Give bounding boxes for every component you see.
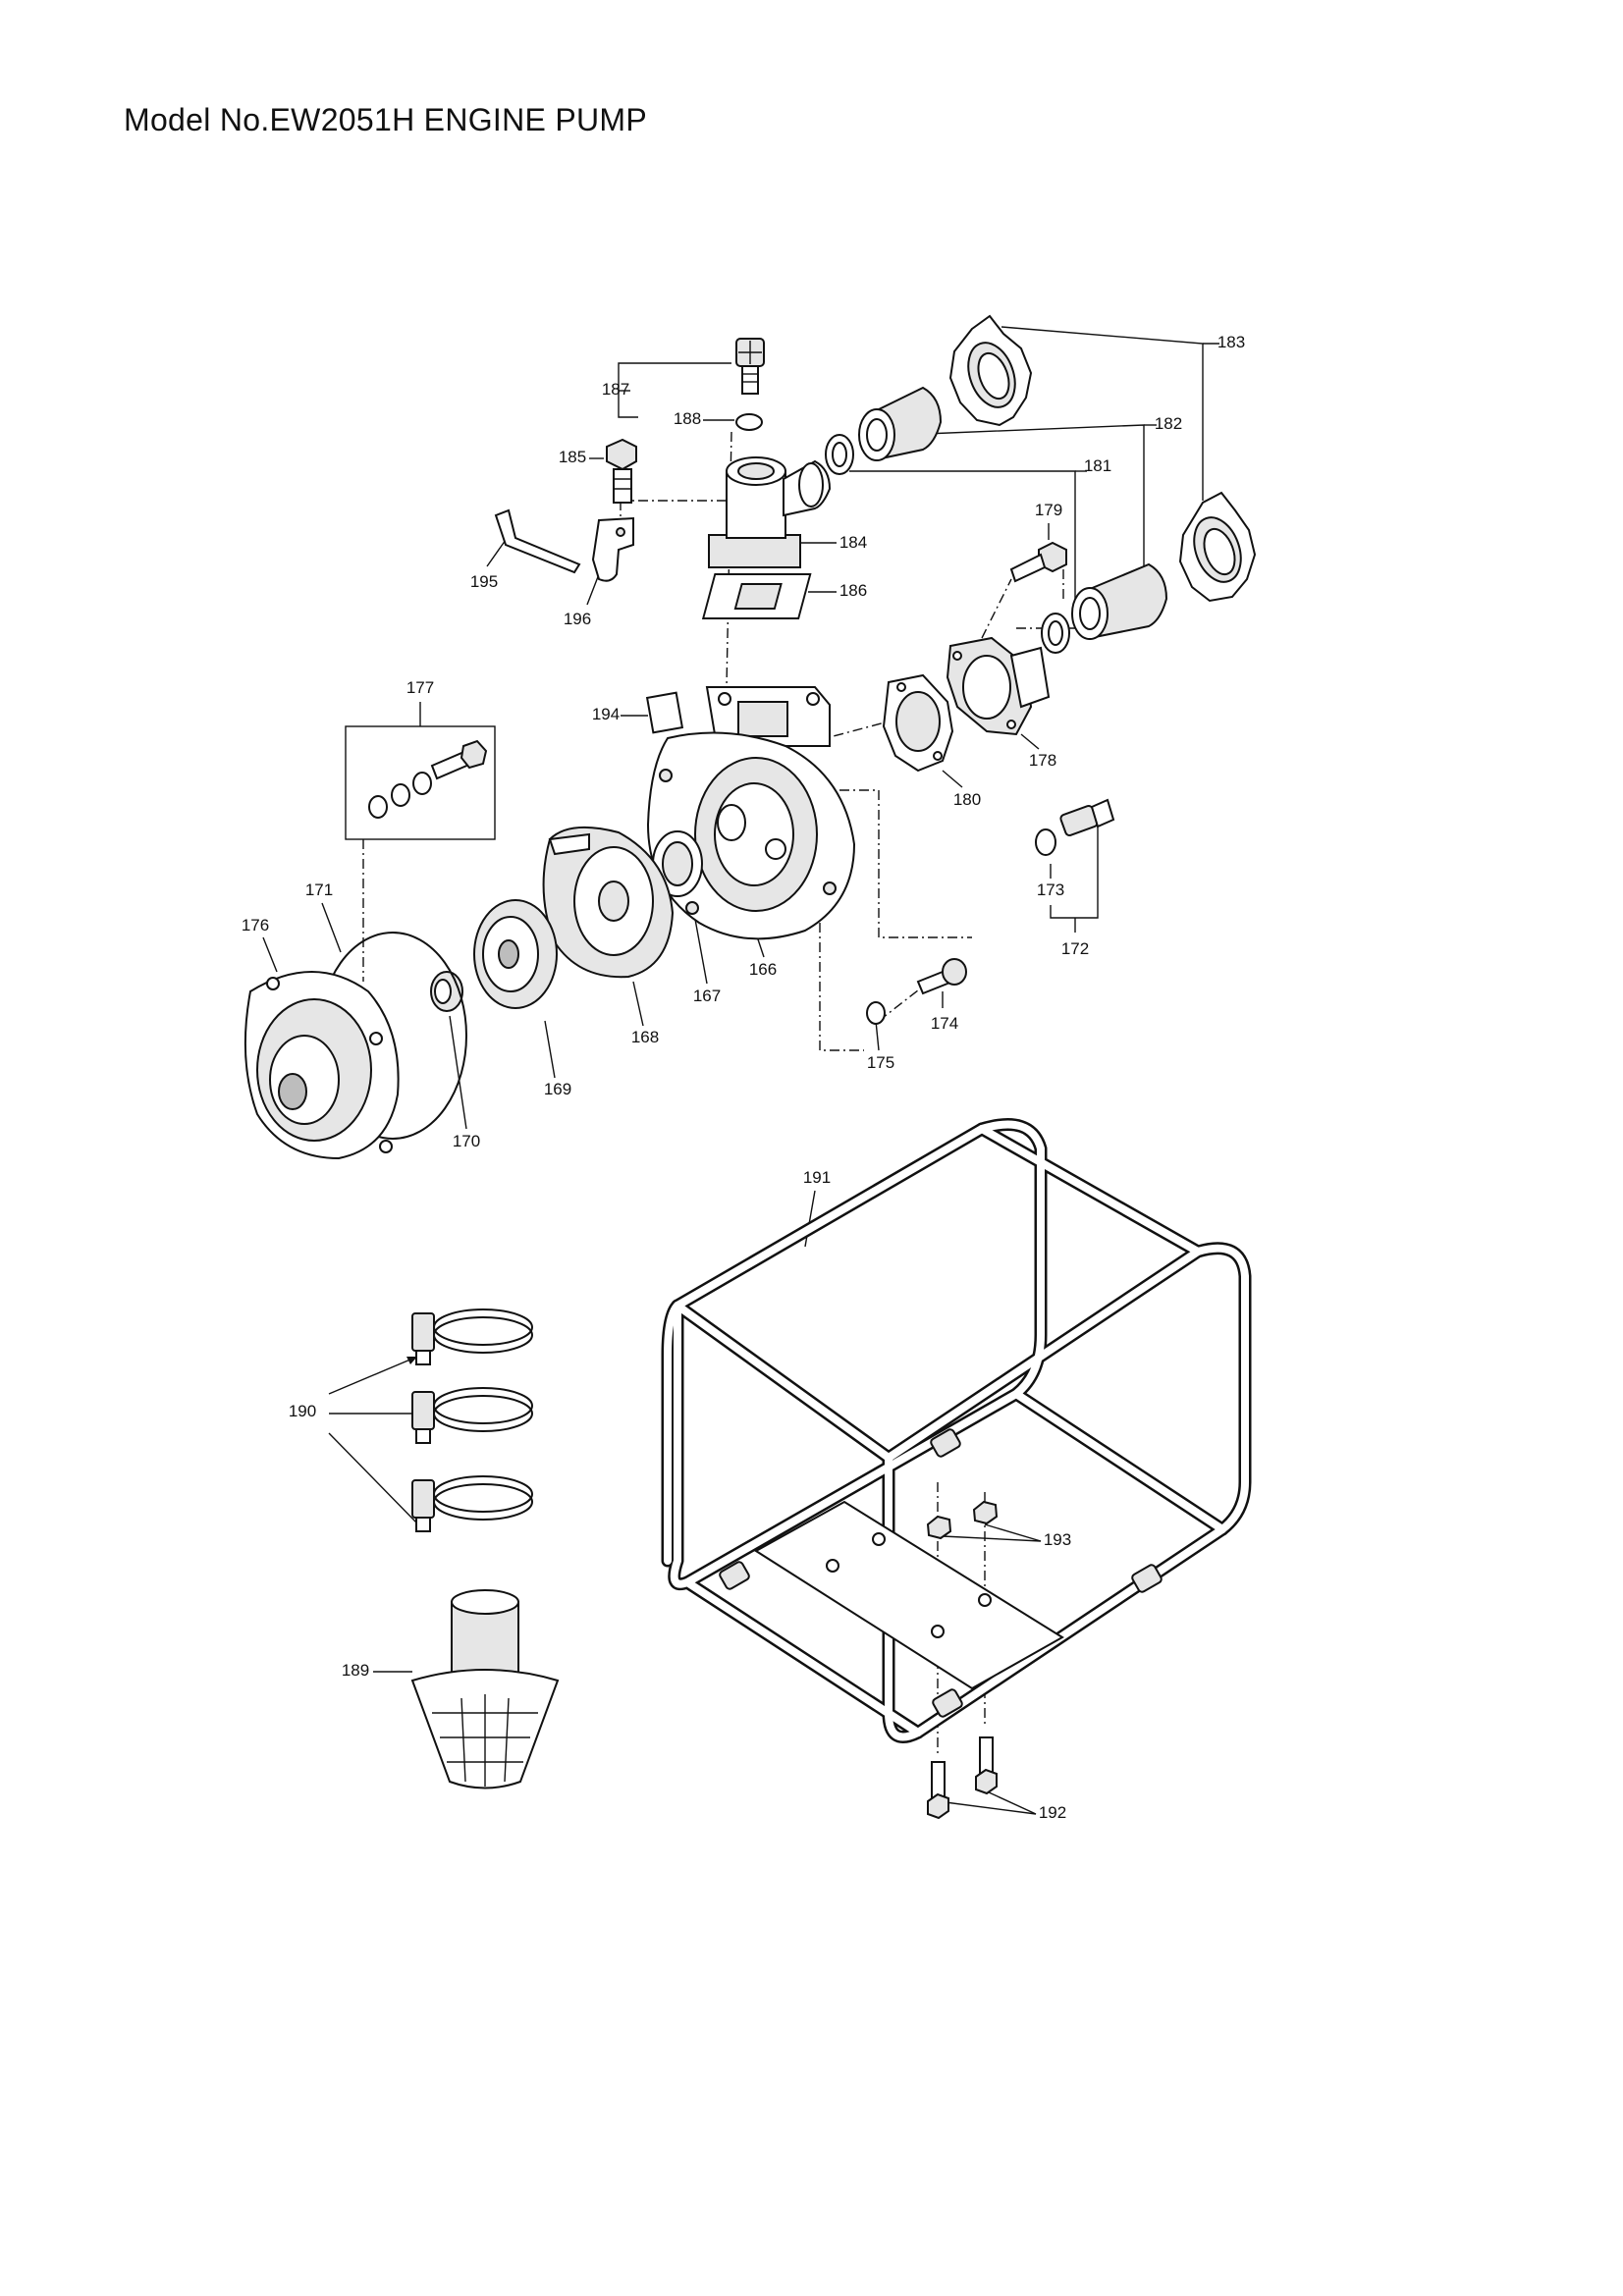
part-number-mechanical-seal: 170 (453, 1132, 480, 1150)
part-number-pump-casing: 166 (749, 960, 777, 979)
hose-nut-lower-drawing (1178, 491, 1257, 603)
wrench-holder-drawing (591, 516, 634, 582)
part-number-outlet-elbow: 184 (839, 533, 867, 552)
flange-gasket-drawing (882, 673, 954, 773)
part-number-drain-plug-assembly: 172 (1061, 939, 1089, 958)
elbow-bolt-drawing (606, 438, 637, 504)
part-number-hose-clamp: 190 (289, 1402, 316, 1420)
volute-drawing (542, 826, 675, 979)
frame-nut-drawing (926, 1500, 999, 1540)
part-number-impeller: 169 (544, 1080, 571, 1098)
part-number-flange-gasket: 180 (953, 790, 981, 809)
part-number-pump-cover: 176 (242, 916, 269, 934)
priming-o-ring-drawing (735, 413, 763, 431)
part-number-wrench-holder: 196 (564, 610, 591, 628)
part-number-priming-o-ring: 188 (674, 409, 701, 428)
part-number-label: 194 (592, 705, 620, 723)
part-number-o-ring-casing: 167 (693, 987, 721, 1005)
label-drawing (645, 691, 684, 734)
casing-bolt-drawing (916, 958, 967, 995)
hose-connector-lower-drawing (1071, 562, 1168, 640)
hose-gasket-upper-drawing (825, 434, 854, 475)
part-number-hose-gasket: 181 (1084, 456, 1111, 475)
part-number-hose-nut: 183 (1217, 333, 1245, 351)
part-number-hex-wrench: 195 (470, 572, 498, 591)
part-number-volute: 168 (631, 1028, 659, 1046)
hose-connector-upper-drawing (858, 386, 943, 461)
pump-cover-drawing (243, 971, 400, 1160)
washer-drawing (866, 1001, 886, 1025)
hose-nut-upper-drawing (948, 314, 1033, 427)
part-number-hose-connector: 182 (1155, 414, 1182, 433)
flange-bolt-drawing (1009, 541, 1067, 583)
part-number-frame-nut: 193 (1044, 1530, 1071, 1549)
drain-plug-drawing (1035, 798, 1115, 856)
part-number-flange-bolt: 179 (1035, 501, 1062, 519)
impeller-drawing (473, 899, 558, 1009)
mechanical-seal-drawing (430, 971, 463, 1012)
pump-casing-drawing (646, 686, 856, 940)
frame-drawing (661, 1118, 1252, 1743)
leader-lines (262, 326, 1219, 1815)
part-number-drain-o-ring: 173 (1037, 881, 1064, 899)
part-number-inlet-flange: 178 (1029, 751, 1056, 770)
part-number-strainer: 189 (342, 1661, 369, 1680)
part-number-elbow-gasket: 186 (839, 581, 867, 600)
priming-plug-drawing (735, 338, 765, 395)
frame-bolt-drawing (927, 1736, 998, 1820)
bolt-washer-set-drawing (368, 739, 488, 819)
outlet-elbow-drawing (708, 456, 832, 568)
strainer-drawing (410, 1589, 560, 1789)
hex-wrench-drawing (494, 508, 581, 574)
page-title: Model No.EW2051H ENGINE PUMP (124, 102, 648, 137)
part-number-frame-bolt: 192 (1039, 1803, 1066, 1822)
part-number-bolt: 174 (931, 1014, 958, 1033)
assembly-centerlines (362, 431, 1064, 1757)
hose-gasket-lower-drawing (1041, 613, 1070, 654)
elbow-gasket-drawing (701, 573, 812, 619)
part-number-frame: 191 (803, 1168, 831, 1187)
hose-clamp-drawing (411, 1308, 533, 1532)
part-number-labels: 166 167 168 169 170 171 172 173 174 175 176 177 178 1… (242, 333, 1245, 1822)
part-number-washer: 175 (867, 1053, 894, 1072)
inlet-flange-drawing (946, 636, 1051, 736)
part-number-o-ring-cover: 171 (305, 881, 333, 899)
part-number-bolt-washer-set: 177 (406, 678, 434, 697)
part-number-priming-plug-assembly: 187 (602, 380, 629, 399)
part-number-elbow-bolt: 185 (559, 448, 586, 466)
